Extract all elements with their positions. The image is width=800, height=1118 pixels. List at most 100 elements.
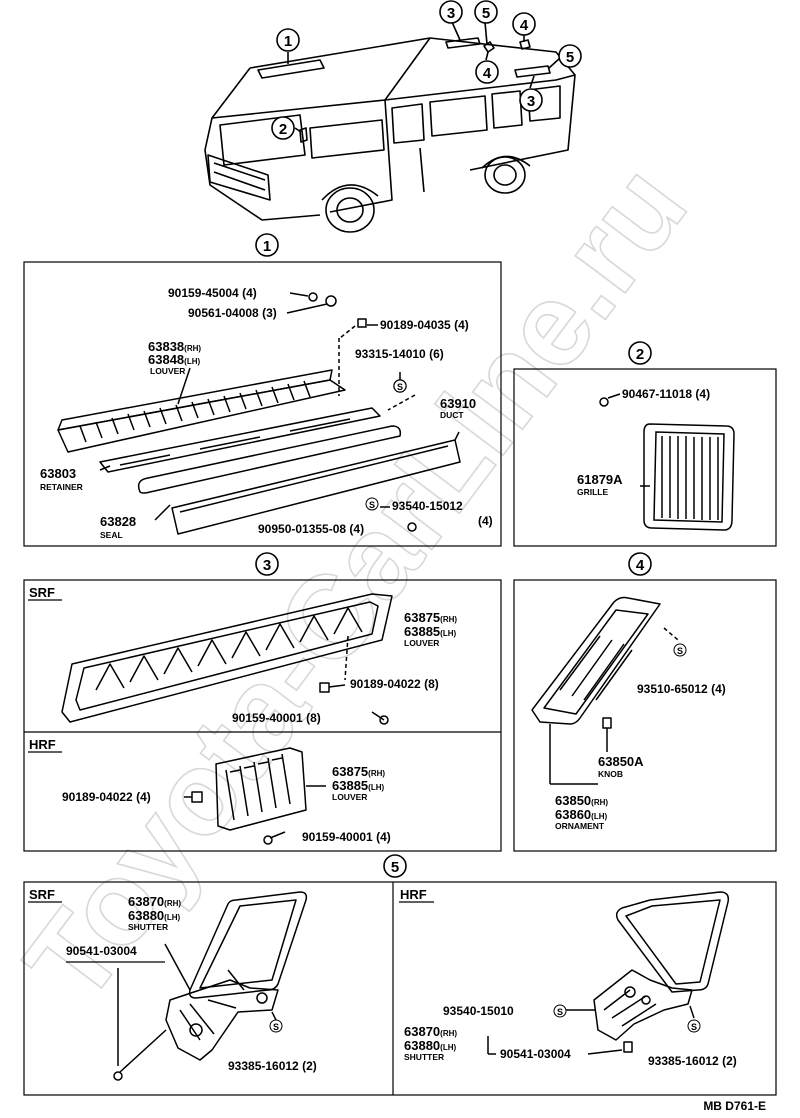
s3-hrf-louver-label: 63875(RH) 63885(LH) LOUVER <box>332 764 385 802</box>
callout-4a: 4 <box>512 12 536 36</box>
svg-text:4: 4 <box>636 557 645 574</box>
svg-text:63875(RH): 63875(RH) <box>332 764 385 779</box>
section-4: 4 S 93510-65012 (4) 63850A KNOB 63850(RH… <box>513 552 777 852</box>
svg-text:63803: 63803 <box>40 466 76 481</box>
s3-hrf-part-90159-40001: 90159-40001 (4) <box>302 830 391 844</box>
callout-3a: 3 <box>439 0 463 24</box>
svg-text:63885(LH): 63885(LH) <box>332 778 384 793</box>
s1-part-90159-45004: 90159-45004 (4) <box>168 286 257 300</box>
s2-grille-label: 61879A GRILLE <box>577 472 623 497</box>
svg-text:63850A: 63850A <box>598 754 644 769</box>
section-3-badge: 3 <box>255 552 279 576</box>
svg-text:5: 5 <box>566 49 574 66</box>
s1-retainer-label: 63803 RETAINER <box>40 466 83 492</box>
svg-text:3: 3 <box>447 5 455 22</box>
van-illustration <box>204 21 576 233</box>
svg-text:4: 4 <box>483 65 492 82</box>
callout-5a: 5 <box>474 0 498 24</box>
svg-text:S: S <box>273 1022 279 1032</box>
svg-text:63848(LH): 63848(LH) <box>148 352 200 367</box>
s4-knob-label: 63850A KNOB <box>598 754 644 779</box>
section-2: 2 90467-11018 (4) 61879A GRILLE <box>513 341 777 547</box>
svg-text:S: S <box>691 1022 697 1032</box>
s1-duct-label: 63910 DUCT <box>440 396 476 420</box>
svg-text:4: 4 <box>520 17 529 34</box>
section-1-badge: 1 <box>255 233 279 257</box>
svg-text:5: 5 <box>391 859 399 876</box>
svg-text:1: 1 <box>284 33 292 50</box>
duct-shape <box>171 439 461 535</box>
svg-text:63860(LH): 63860(LH) <box>555 807 607 822</box>
s3-srf-label: SRF <box>29 585 55 600</box>
svg-text:63870(RH): 63870(RH) <box>128 894 181 909</box>
s5-hrf-s-symbol-1: S <box>553 1004 567 1018</box>
svg-text:LOUVER: LOUVER <box>150 366 185 376</box>
svg-text:ORNAMENT: ORNAMENT <box>555 821 605 831</box>
svg-text:DUCT: DUCT <box>440 410 464 420</box>
svg-text:S: S <box>677 646 683 656</box>
svg-text:63850(RH): 63850(RH) <box>555 793 608 808</box>
watermark: Toyota-CarLine.ru <box>0 142 712 1026</box>
svg-text:63880(LH): 63880(LH) <box>404 1038 456 1053</box>
svg-text:S: S <box>369 500 375 510</box>
svg-text:LOUVER: LOUVER <box>404 638 439 648</box>
svg-text:3: 3 <box>527 93 535 110</box>
callout-3b: 3 <box>519 88 543 112</box>
svg-text:1: 1 <box>263 238 271 255</box>
svg-text:SEAL: SEAL <box>100 530 123 540</box>
s1-part-90950-01355-08: 90950-01355-08 (4) <box>258 522 364 536</box>
svg-text:2: 2 <box>636 346 644 363</box>
s1-part-90561-04008: 90561-04008 (3) <box>188 306 277 320</box>
section-3: 3 SRF HRF 63875( <box>23 552 502 852</box>
callout-2: 2 <box>271 116 295 140</box>
s5-srf-shutter-label: 63870(RH) 63880(LH) SHUTTER <box>128 894 181 932</box>
svg-text:61879A: 61879A <box>577 472 623 487</box>
s5-hrf-shutter-label: 63870(RH) 63880(LH) SHUTTER <box>404 1024 457 1062</box>
svg-text:63880(LH): 63880(LH) <box>128 908 180 923</box>
s4-s-symbol: S <box>673 643 687 657</box>
section-5-badge: 5 <box>383 854 407 878</box>
svg-text:63875(RH): 63875(RH) <box>404 610 457 625</box>
s5-hrf-s-symbol-2: S <box>687 1019 701 1033</box>
s1-part-90189-04035: 90189-04035 (4) <box>380 318 469 332</box>
s4-ornament-label: 63850(RH) 63860(LH) ORNAMENT <box>555 793 608 831</box>
svg-text:63828: 63828 <box>100 514 136 529</box>
svg-text:63838(RH): 63838(RH) <box>148 339 201 354</box>
s1-s-symbol-2: S <box>365 497 379 511</box>
svg-text:2: 2 <box>279 121 287 138</box>
svg-text:SHUTTER: SHUTTER <box>404 1052 444 1062</box>
svg-text:S: S <box>557 1007 563 1017</box>
svg-text:LOUVER: LOUVER <box>332 792 367 802</box>
callout-1: 1 <box>276 28 300 52</box>
svg-text:63870(RH): 63870(RH) <box>404 1024 457 1039</box>
s3-srf-louver-label: 63875(RH) 63885(LH) LOUVER <box>404 610 457 648</box>
van-callouts: 1 2 3 5 4 5 4 3 <box>271 0 582 140</box>
s3-srf-part-90159-40001: 90159-40001 (8) <box>232 711 321 725</box>
s1-part-93540-15012-qty: (4) <box>478 514 493 528</box>
svg-text:KNOB: KNOB <box>598 769 623 779</box>
section-4-badge: 4 <box>628 552 652 576</box>
s5-hrf-part-93385-16012: 93385-16012 (2) <box>648 1054 737 1068</box>
grille-shape <box>643 423 735 531</box>
svg-text:GRILLE: GRILLE <box>577 487 608 497</box>
s5-srf-label: SRF <box>29 887 55 902</box>
hrf-shutter-shape <box>615 891 730 993</box>
s1-part-93540-15012: 93540-15012 <box>392 499 463 513</box>
s3-hrf-label: HRF <box>29 737 56 752</box>
svg-text:5: 5 <box>482 5 490 22</box>
srf-louver-shape <box>61 593 393 723</box>
svg-text:RETAINER: RETAINER <box>40 482 83 492</box>
s5-srf-part-93385-16012: 93385-16012 (2) <box>228 1059 317 1073</box>
callout-4b: 4 <box>475 60 499 84</box>
svg-text:63910: 63910 <box>440 396 476 411</box>
s5-hrf-label: HRF <box>400 887 427 902</box>
s5-srf-s-symbol: S <box>269 1019 283 1033</box>
s1-part-93315-14010: 93315-14010 (6) <box>355 347 444 361</box>
s1-s-symbol-1: S <box>393 379 407 393</box>
svg-text:SHUTTER: SHUTTER <box>128 922 168 932</box>
svg-text:S: S <box>397 382 403 392</box>
s2-part-90467-11018: 90467-11018 (4) <box>622 387 710 401</box>
svg-text:3: 3 <box>263 557 271 574</box>
s3-srf-part-90189-04022: 90189-04022 (8) <box>350 677 439 691</box>
